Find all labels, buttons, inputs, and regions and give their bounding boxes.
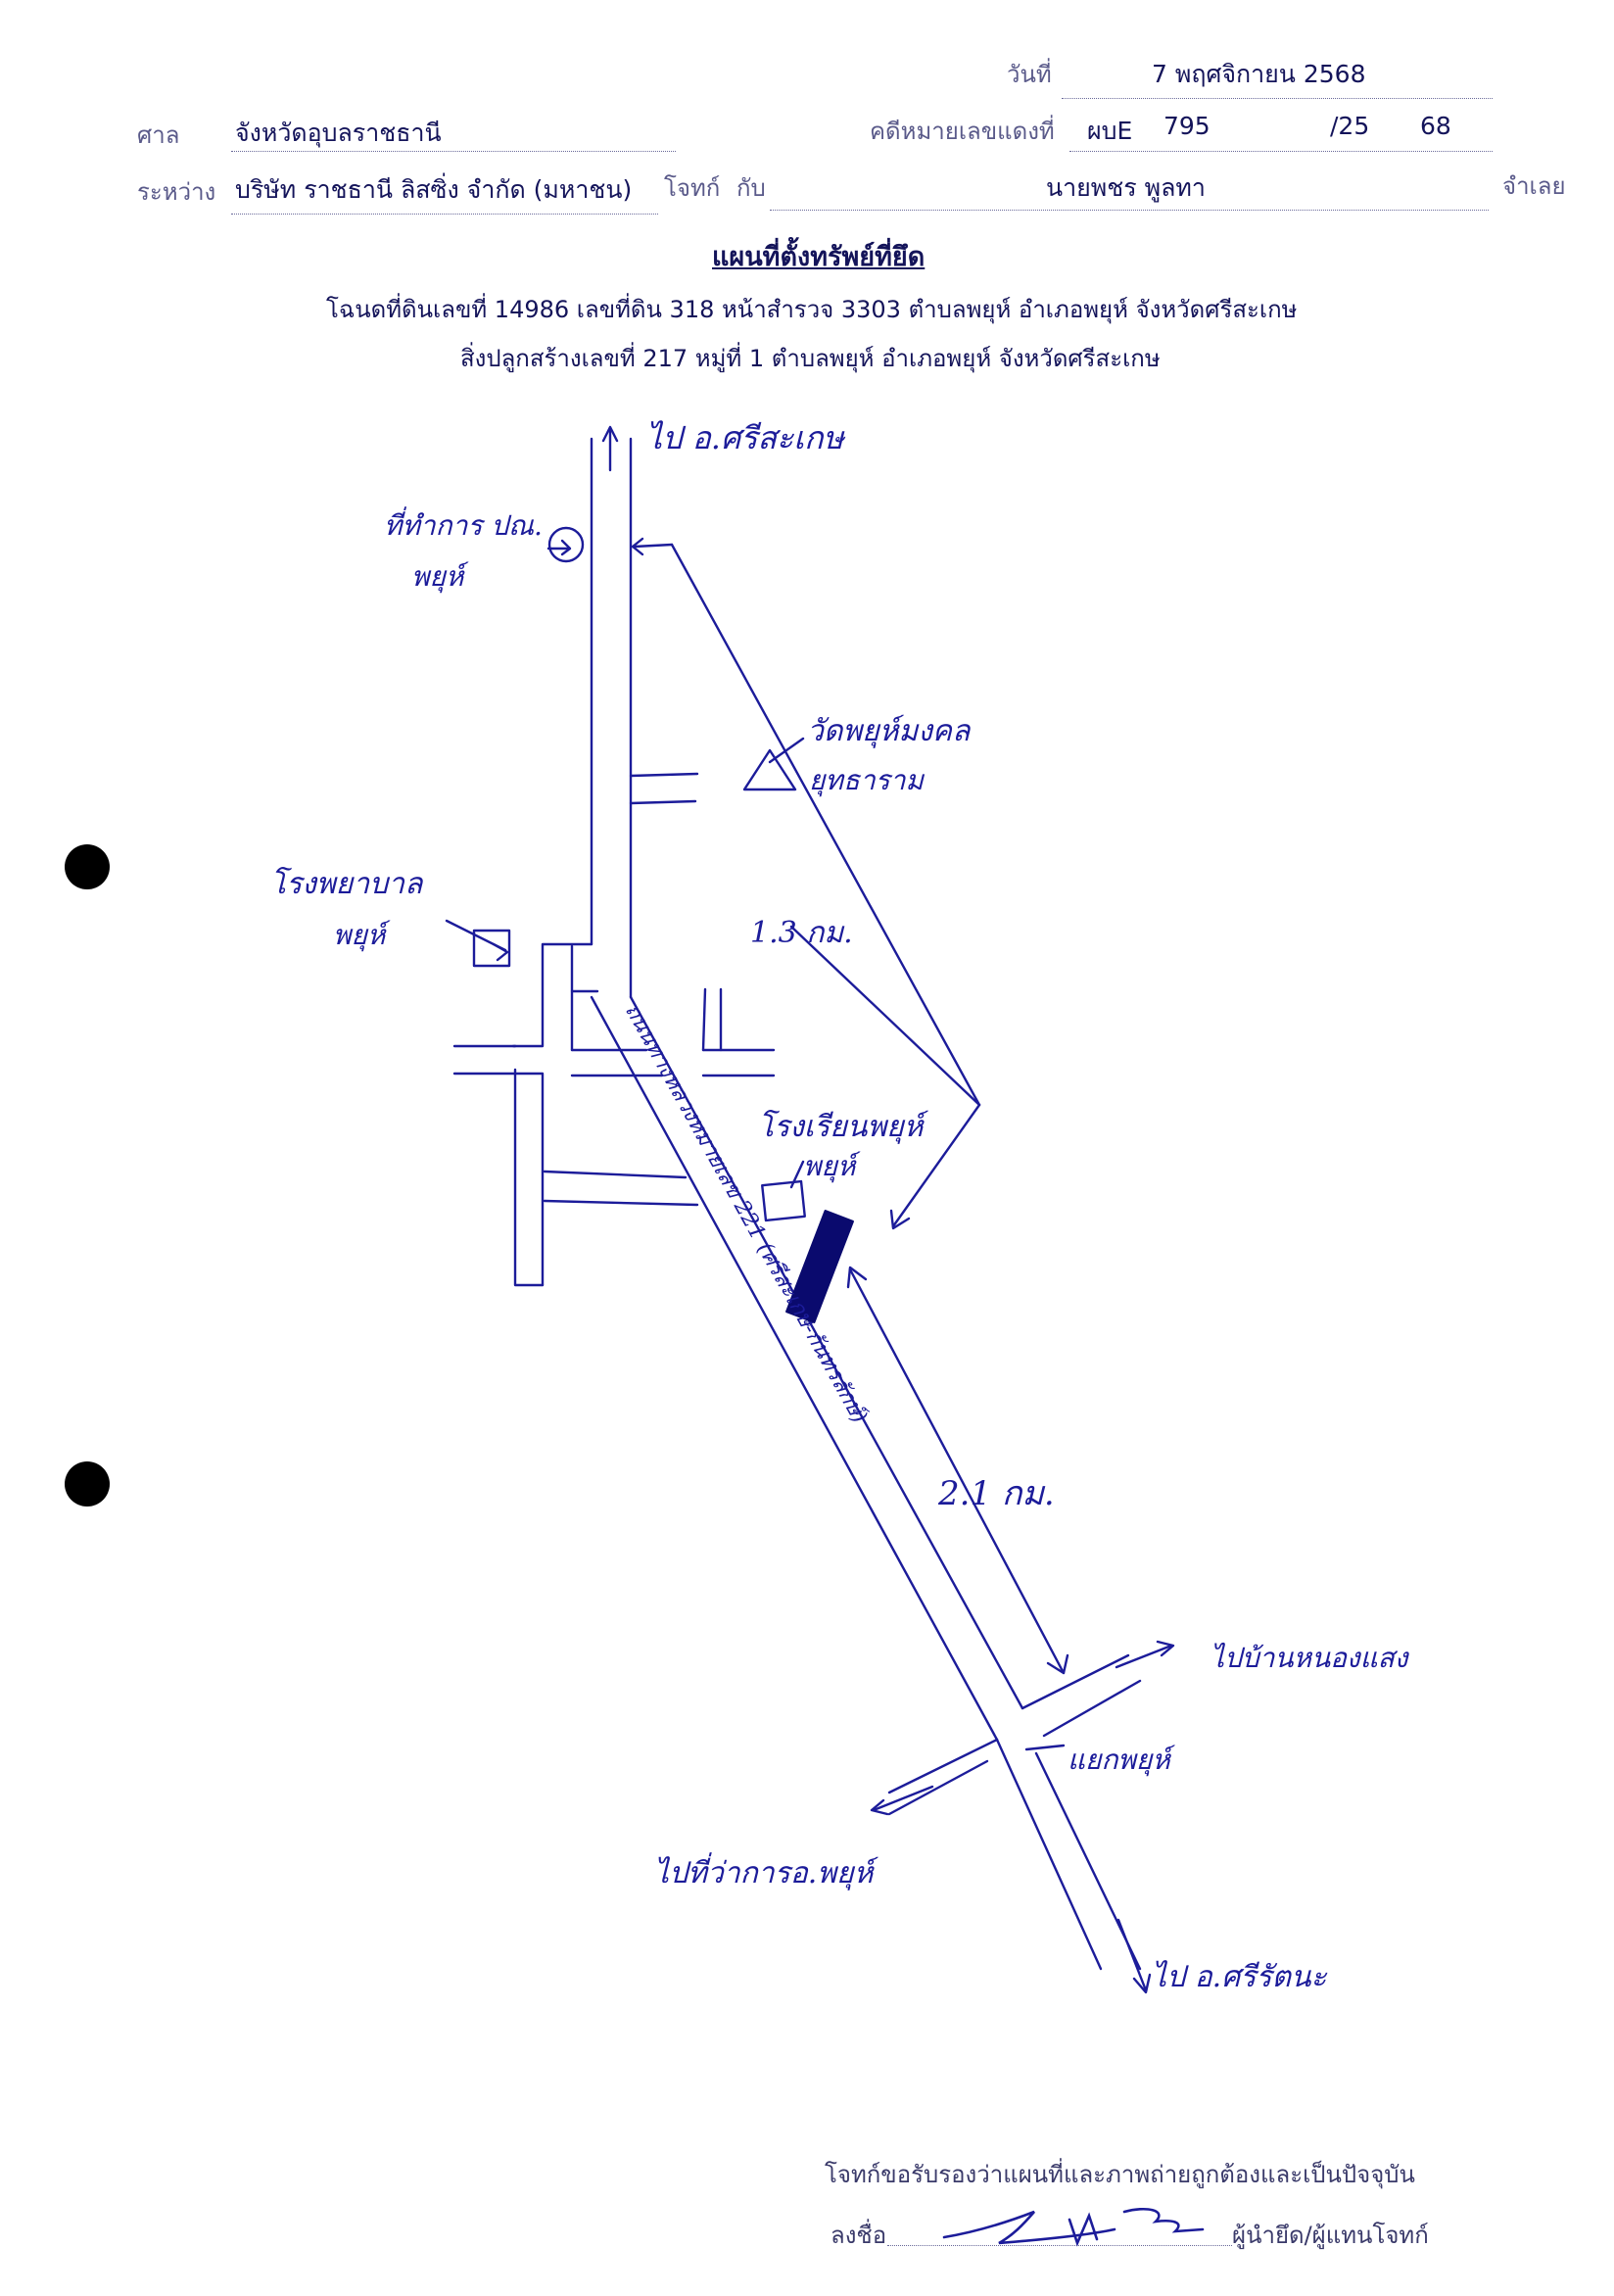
- court-value: จังหวัดอุบลราชธานี: [235, 119, 442, 147]
- label-post-office: ที่ทำการ ปณ.: [384, 506, 543, 542]
- label-school-2: พยุห์: [803, 1150, 861, 1183]
- plaintiff-dotted-line: [231, 214, 658, 215]
- temple-symbol: [742, 737, 805, 791]
- deed-description: โฉนดที่ดินเลขที่ 14986 เลขที่ดิน 318 หน้…: [326, 296, 1298, 323]
- case-year: 68: [1420, 112, 1451, 140]
- north-road: [590, 437, 633, 999]
- plaintiff-role: โจทก์: [664, 174, 721, 202]
- post-office-symbol: [546, 526, 585, 563]
- court-label: ศาล: [137, 121, 180, 149]
- label-to-east: ไปบ้านหนองแสง: [1210, 1642, 1410, 1674]
- map-title: แผนที่ตั้งทรัพย์ที่ยึด: [712, 242, 926, 272]
- building-description: สิ่งปลูกสร้างเลขที่ 217 หมู่ที่ 1 ตำบลพย…: [460, 345, 1161, 372]
- case-prefix: ผบE: [1087, 117, 1133, 145]
- with-label: กับ: [736, 174, 766, 202]
- hospital-symbol: [445, 919, 511, 968]
- label-to-north: ไป อ.ศรีสะเกษ: [646, 419, 846, 456]
- signature: [942, 2208, 1205, 2247]
- punch-hole-bottom: [65, 1461, 110, 1507]
- case-number: 795: [1163, 112, 1210, 140]
- local-streets-west: [452, 942, 776, 1287]
- case-dotted-line: [1069, 151, 1493, 152]
- label-school: โรงเรียนพยุห์: [758, 1109, 928, 1144]
- defendant-dotted-line: [770, 210, 1489, 211]
- direction-arrows: [601, 425, 1175, 1994]
- junction-pointer: [1024, 1744, 1066, 1751]
- label-to-west: ไปที่ว่าการอ.พยุห์: [654, 1852, 878, 1890]
- certify-text: โจทก์ขอรับรองว่าแผนที่และภาพถ่ายถูกต้องแ…: [825, 2161, 1415, 2188]
- date-label: วันที่: [1007, 61, 1052, 88]
- label-dist-south: 2.1 กม.: [937, 1474, 1055, 1513]
- label-dist-north: 1.3 กม.: [750, 916, 853, 950]
- sign-role: ผู้นำยึด/ผู้แทนโจทก์: [1232, 2222, 1429, 2249]
- plaintiff-name: บริษัท ราชธานี ลิสซิ่ง จำกัด (มหาชน): [235, 175, 633, 204]
- date-dotted-line: [1062, 98, 1493, 99]
- punch-hole-top: [65, 844, 110, 889]
- distance-leaders: [631, 537, 1069, 1675]
- school-symbol: [761, 1160, 806, 1222]
- defendant-role: จำเลย: [1502, 172, 1566, 200]
- sign-label: ลงชื่อ: [831, 2222, 887, 2249]
- label-junction: แยกพยุห์: [1068, 1744, 1176, 1777]
- label-hospital: โรงพยาบาล: [270, 866, 424, 901]
- between-label: ระหว่าง: [137, 178, 216, 206]
- date-value: 7 พฤศจิกายน 2568: [1152, 60, 1366, 88]
- property-marker: [785, 1210, 854, 1323]
- label-to-south: ไป อ.ศรีรัตนะ: [1152, 1960, 1327, 1994]
- case-label: คดีหมายเลขแดงที่: [870, 118, 1055, 145]
- label-temple: วัดพยุห์มงคล: [807, 714, 972, 748]
- defendant-name: นายพชร พูลทา: [1046, 173, 1206, 202]
- signature-line: [887, 2245, 1232, 2246]
- label-post-office-2: พยุห์: [411, 560, 469, 594]
- label-temple-2: ยุทธาราม: [809, 764, 925, 797]
- case-slash: /25: [1330, 112, 1370, 140]
- side-street-temple: [629, 772, 699, 805]
- court-dotted-line: [231, 151, 676, 152]
- junction-crossroad: [887, 1653, 1142, 1816]
- label-hospital-2: พยุห์: [333, 919, 391, 952]
